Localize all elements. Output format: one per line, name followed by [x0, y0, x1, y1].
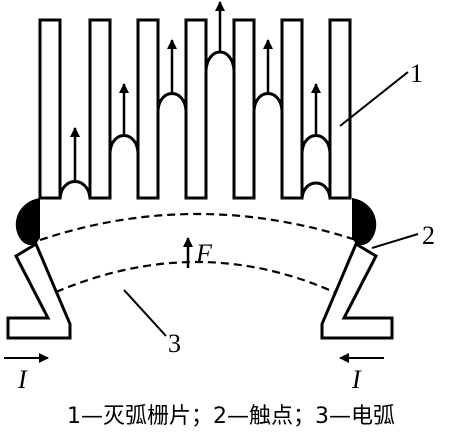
leader-2	[371, 233, 419, 249]
electric-arc	[39, 212, 357, 294]
arc-bulge	[252, 92, 284, 111]
leader-lines	[123, 71, 419, 337]
grid-plate	[280, 18, 304, 200]
arc-bulge	[58, 180, 92, 199]
leader-1	[339, 71, 409, 127]
right-conductor	[320, 241, 394, 340]
arc-bulge	[300, 181, 332, 199]
callout-1: 1	[410, 59, 423, 88]
grid-plate	[232, 18, 256, 200]
arc-segments	[58, 50, 332, 199]
current-label-left: I	[17, 365, 28, 394]
grid-plate	[38, 18, 62, 200]
arc-bulge	[156, 92, 188, 111]
grid-plate	[184, 18, 208, 200]
arc-outer-dashed	[39, 212, 357, 242]
left-contact-assembly	[6, 198, 72, 340]
grid-plate	[328, 18, 352, 200]
arc-bulge	[108, 134, 140, 153]
right-contact	[352, 198, 377, 246]
leader-3	[123, 289, 167, 337]
right-contact-assembly	[320, 198, 394, 340]
callout-3: 3	[168, 329, 181, 358]
figure-caption: 1—灭弧栅片；2—触点；3—电弧	[67, 404, 395, 429]
arc-bulge	[204, 50, 236, 71]
left-contact	[15, 198, 40, 246]
current-label-right: I	[351, 365, 362, 394]
grid-plate	[88, 18, 112, 200]
arc-inner-dashed	[55, 260, 335, 294]
arc-bulge	[300, 134, 332, 153]
left-conductor	[6, 241, 72, 340]
grid-plate	[136, 18, 160, 200]
force-label: F	[195, 239, 213, 268]
callout-2: 2	[422, 221, 435, 250]
arc-grid-plates	[38, 18, 352, 200]
arc-motion-arrows	[70, 1, 321, 180]
